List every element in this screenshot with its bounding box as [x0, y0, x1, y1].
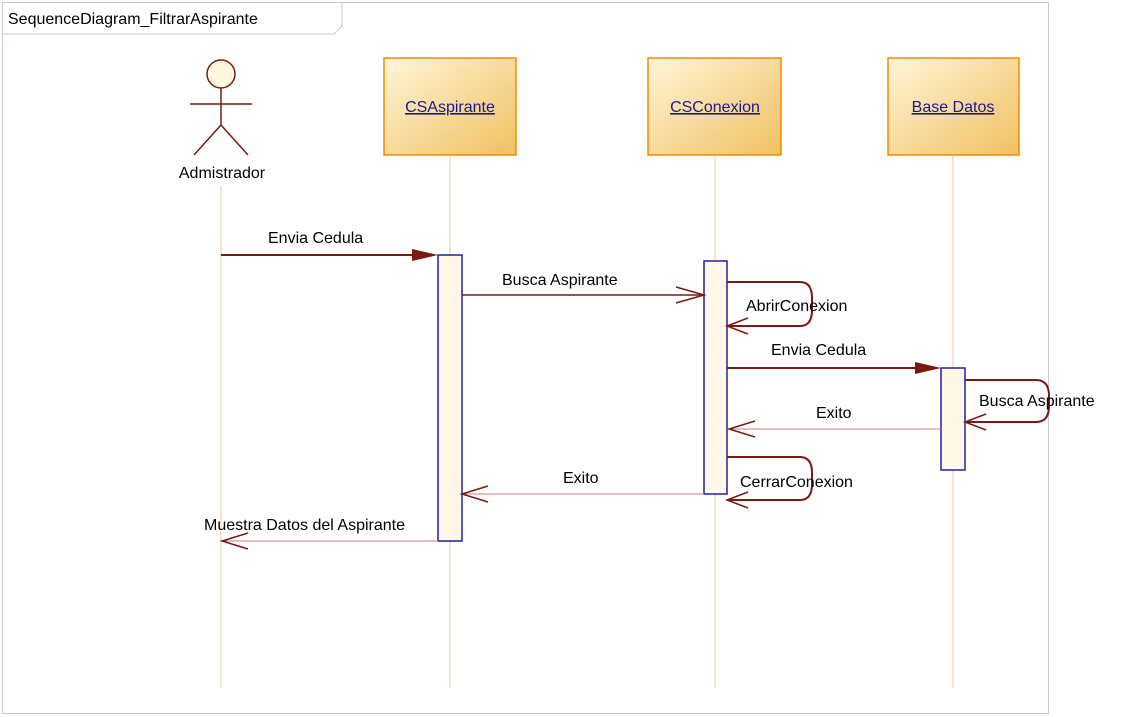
- message-cerrarconexion[interactable]: CerrarConexion: [724, 456, 853, 509]
- message-label: Exito: [816, 405, 852, 422]
- activation-csconexion: [703, 260, 728, 495]
- message-label: Envia Cedula: [268, 230, 363, 247]
- activation-csaspirante: [437, 254, 463, 542]
- message-label: Busca Aspirante: [979, 393, 1095, 410]
- message-abrirconexion[interactable]: AbrirConexion: [724, 281, 847, 335]
- message-exito-1[interactable]: Exito: [726, 405, 941, 438]
- object-label: CSAspirante: [405, 99, 495, 116]
- actor-label: Admistrador: [179, 165, 266, 182]
- message-muestra-datos[interactable]: Muestra Datos del Aspirante: [204, 517, 438, 550]
- message-label: Muestra Datos del Aspirante: [204, 517, 405, 534]
- object-csaspirante[interactable]: CSAspirante: [383, 57, 517, 156]
- object-label: CSConexion: [670, 99, 760, 116]
- message-label: Busca Aspirante: [502, 272, 618, 289]
- message-envia-cedula-2[interactable]: Envia Cedula: [727, 342, 941, 374]
- message-exito-2[interactable]: Exito: [459, 470, 704, 503]
- message-envia-cedula-1[interactable]: Envia Cedula: [221, 230, 438, 261]
- message-label: Envia Cedula: [771, 342, 866, 359]
- message-label: Exito: [563, 470, 599, 487]
- object-basedatos[interactable]: Base Datos: [887, 57, 1020, 156]
- message-label: AbrirConexion: [746, 298, 847, 315]
- object-csconexion[interactable]: CSConexion: [647, 57, 782, 156]
- diagram-frame: [2, 2, 1049, 714]
- message-label: CerrarConexion: [740, 474, 853, 491]
- message-busca-aspirante-2[interactable]: Busca Aspirante: [962, 379, 1095, 431]
- frame-label: SequenceDiagram_FiltrarAspirante: [8, 11, 258, 28]
- object-label: Base Datos: [912, 99, 995, 116]
- actor-stick-figure-icon[interactable]: [190, 59, 252, 156]
- message-busca-aspirante-1[interactable]: Busca Aspirante: [462, 272, 707, 304]
- activation-basedatos: [940, 367, 966, 471]
- frame-label-tab: [2, 2, 343, 35]
